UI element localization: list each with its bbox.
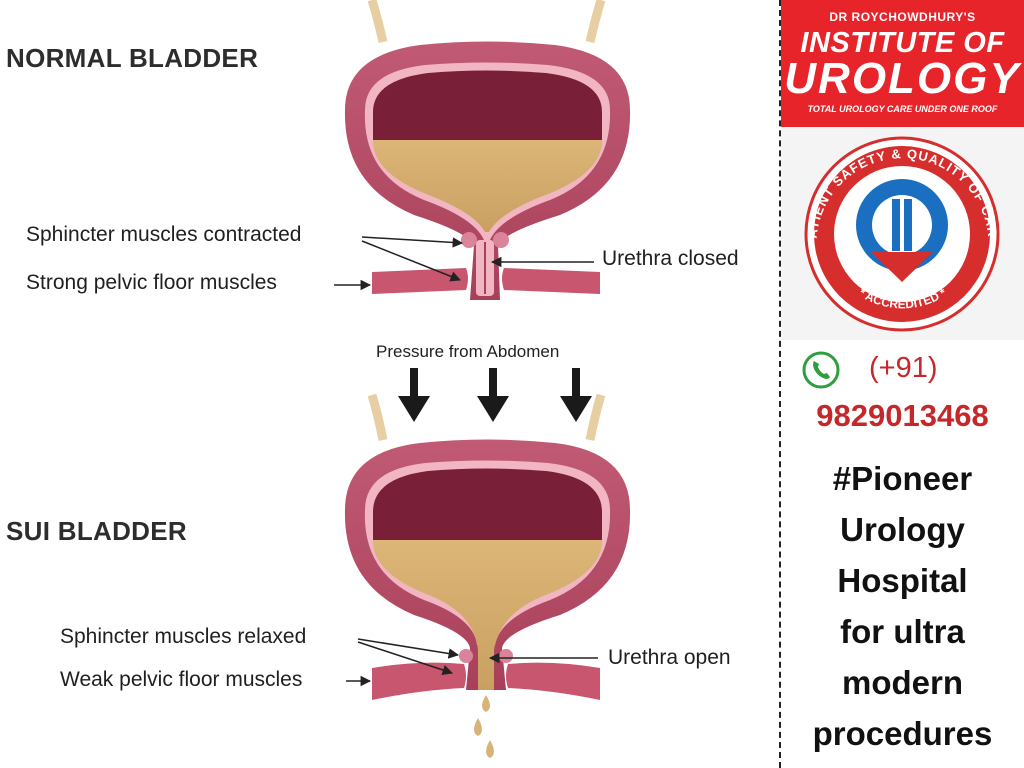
logo-tagline: TOTAL UROLOGY CARE UNDER ONE ROOF [807,104,998,114]
pelvic-floor-muscle-left [372,268,468,294]
pelvic-floor-muscle-right [502,268,600,294]
logo-subtitle: DR ROYCHOWDHURY'S [829,10,976,24]
tagline-line: procedures [812,715,993,752]
urine [372,140,603,232]
pressure-label: Pressure from Abdomen [376,342,560,361]
right-ureter [585,393,606,441]
logo-line-1: INSTITUTE OF [800,27,1005,59]
tagline-line: #Pioneer [832,460,973,497]
urethra-closed-label: Urethra closed [602,247,739,270]
sui-bladder [344,393,631,758]
nabh-badge: PATIENT SAFETY & QUALITY OF CARE * ACCRE… [776,115,1024,340]
urine [372,540,603,690]
pelvic-floor-muscle-right [506,662,600,700]
phone-country-code: (+91) [869,352,938,384]
logo-line-2: UROLOGY [784,54,1021,103]
urethra-open-label: Urethra open [608,646,731,669]
bladder-interior [373,70,602,140]
nabh-seal-icon: PATIENT SAFETY & QUALITY OF CARE * ACCRE… [776,115,1000,332]
urine-drops [474,695,494,758]
weak-pelvic-label: Weak pelvic floor muscles [60,668,303,691]
sui-bladder-heading: SUI BLADDER [6,516,187,546]
left-ureter [367,0,388,43]
svg-text:N A B H: N A B H [867,280,936,299]
tagline: #Pioneer Urology Hospital for ultra mode… [781,453,1024,759]
normal-bladder-heading: NORMAL BLADDER [6,43,259,73]
bladder-diagram [334,0,631,758]
phone-row: (+91) [781,348,1024,392]
strong-pelvic-label: Strong pelvic floor muscles [26,271,277,294]
sphincter-contracted-label: Sphincter muscles contracted [26,223,302,246]
left-ureter [367,393,388,441]
pressure-arrows [398,368,592,422]
sphincter-relaxed-label: Sphincter muscles relaxed [60,625,307,648]
institute-logo: DR ROYCHOWDHURY'S INSTITUTE OF UROLOGY T… [781,0,1024,127]
tagline-line: modern [841,664,963,701]
phone-icon[interactable] [801,350,841,390]
bladder-interior [373,468,602,540]
tagline-line: Urology [840,511,965,548]
tagline-line: for ultra [840,613,965,650]
phone-number[interactable]: 9829013468 [816,398,989,433]
normal-bladder [334,0,631,300]
pelvic-floor-muscle-left [372,662,466,700]
tagline-line: Hospital [837,562,968,599]
sidebar: DR ROYCHOWDHURY'S INSTITUTE OF UROLOGY T… [776,0,1024,768]
right-ureter [585,0,606,43]
